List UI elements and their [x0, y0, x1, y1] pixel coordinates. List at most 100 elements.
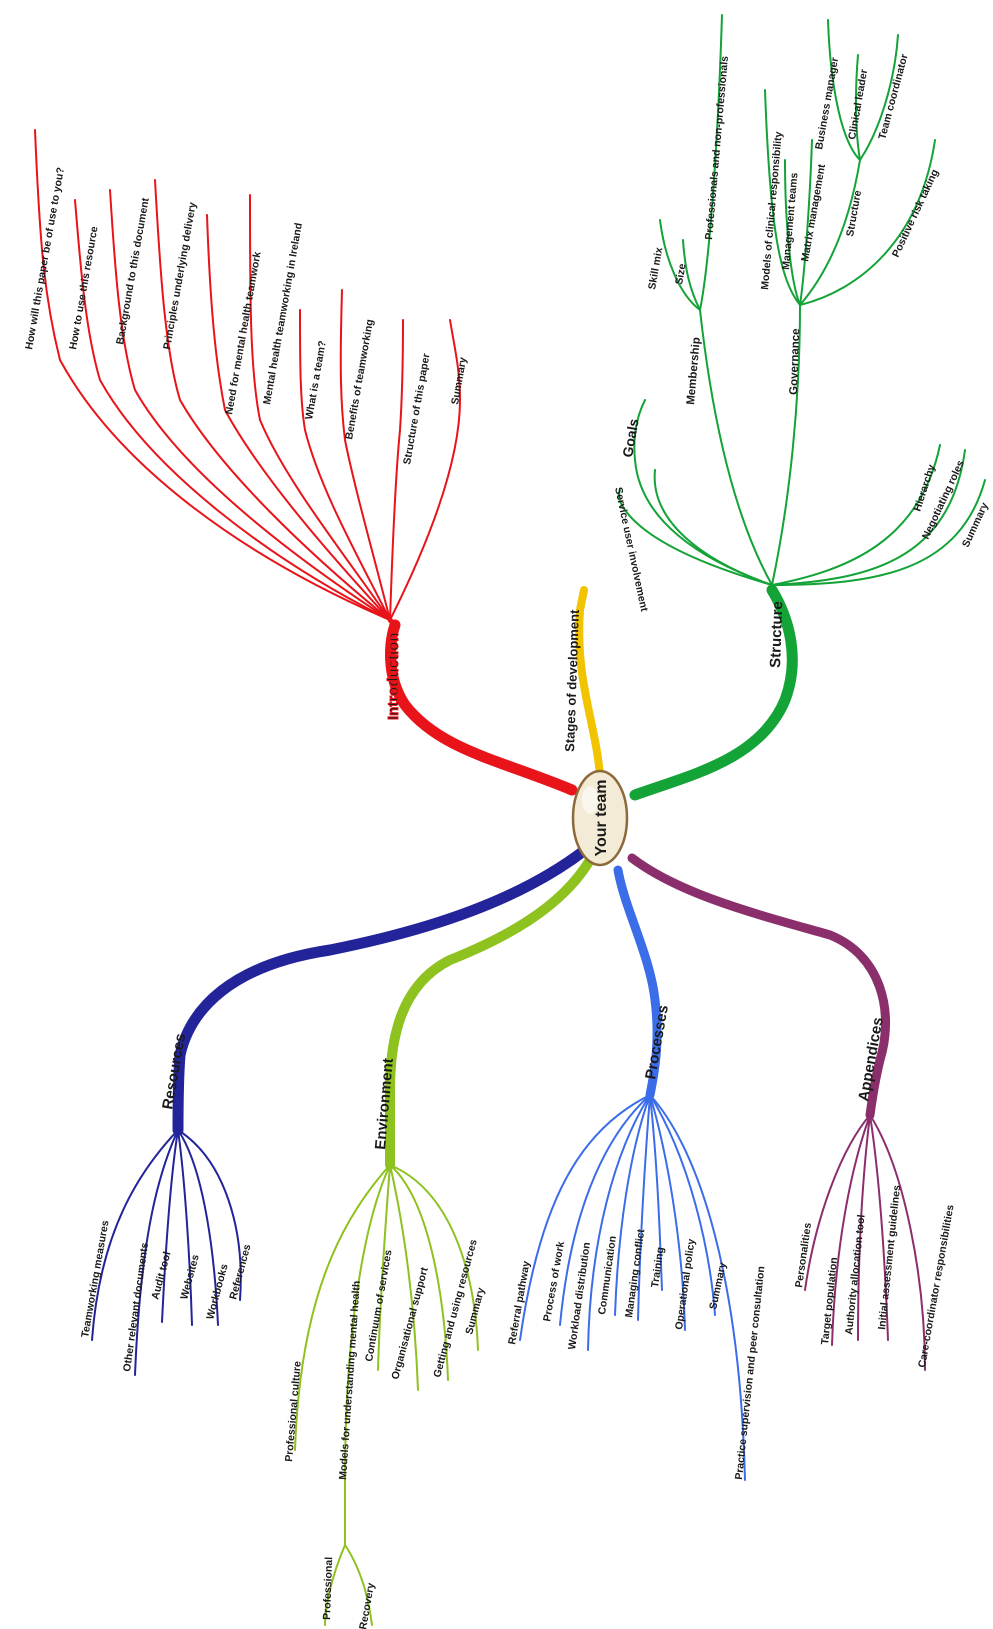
connector-env-4	[389, 1164, 419, 1391]
connector-structure-goals	[633, 399, 773, 586]
connector-intro-7	[299, 309, 391, 621]
connector-governance-structure	[799, 159, 861, 306]
leaf-label-env-sub-2: Recovery	[357, 1582, 377, 1629]
leaf-label-resources-3: Audit tool	[149, 1250, 173, 1300]
connector-structure-governance	[771, 304, 801, 586]
connector-app-1	[804, 1114, 871, 1291]
center-node-highlight	[582, 786, 598, 814]
connector-structure-extra	[653, 469, 773, 586]
resources-sub-branches	[91, 1129, 242, 1376]
appendices-sub-branches	[804, 1114, 926, 1371]
main-stem-resources	[172, 844, 591, 1136]
connector-env-2	[343, 1164, 391, 1546]
main-stem-stages	[575, 586, 604, 779]
connector-intro-8	[339, 289, 391, 621]
leaf-label-env-6: Summary	[463, 1286, 487, 1335]
resources-labels: Resources Teamworking measures Other rel…	[79, 1032, 253, 1372]
connector-proc-4	[614, 1094, 651, 1316]
main-label-resources: Resources	[159, 1032, 189, 1111]
connector-app-3	[857, 1114, 871, 1341]
label-membership: Membership	[685, 337, 703, 406]
leaf-label-intro-4: Principles underlying delivery	[161, 201, 199, 350]
leaf-label-intro-2: How to use this resource	[67, 225, 101, 350]
main-label-stages: Stages of development	[562, 609, 582, 752]
introduction-sub-branches	[34, 129, 461, 621]
environment-sub-branches	[294, 1164, 479, 1626]
leaf-label-intro-3: Background to this document	[114, 196, 152, 345]
leaf-label-intro-5: Need for mental health teamwork	[223, 251, 264, 416]
main-stem-appendices	[627, 853, 891, 1120]
main-label-introduction: Introduction	[385, 633, 402, 720]
leaf-label-intro-9: Structure of this paper	[401, 353, 432, 466]
connector-structure-negotiating	[771, 449, 966, 586]
branch-stages-of-development: Stages of development	[562, 586, 604, 779]
leaf-label-intro-8: Benefits of teamworking	[343, 318, 376, 440]
connector-env-5	[389, 1164, 449, 1381]
structure-sub-branches	[617, 14, 986, 586]
leaf-label-proc-6: Training	[649, 1246, 667, 1288]
connector-governance-matrix	[799, 139, 813, 306]
leaf-label-env-sub-1: Professional	[321, 1557, 335, 1620]
center-node-label: Your team	[593, 779, 610, 856]
leaf-label-proc-5: Managing conflict	[623, 1228, 647, 1319]
leaf-label-intro-7: What is a team?	[303, 340, 329, 421]
connector-env-6	[389, 1164, 479, 1351]
connector-resources-3	[161, 1129, 179, 1323]
connector-structure-service-user	[617, 489, 773, 586]
connector-proc-2	[559, 1094, 651, 1326]
leaf-label-intro-6: Mental health teamworking in Ireland	[261, 222, 305, 406]
leaf-label-resources-6: References	[227, 1243, 253, 1301]
connector-intro-9	[389, 319, 404, 621]
connector-env-1	[294, 1164, 391, 1451]
branch-structure: Structure Goals Service user involvement…	[612, 14, 991, 801]
leaf-label-app-3: Authority allocation tool	[843, 1214, 868, 1335]
connector-structure-membership	[699, 309, 773, 586]
leaf-label-resources-4: Websites	[178, 1253, 202, 1301]
connector-env-3	[377, 1164, 391, 1371]
processes-labels: Processes Referral pathway Process of wo…	[506, 1004, 767, 1480]
connector-intro-5	[206, 214, 391, 621]
connector-intro-6	[249, 194, 391, 621]
connector-app-5	[869, 1114, 926, 1371]
main-stem-environment	[385, 855, 595, 1170]
connector-membership-size	[682, 239, 701, 311]
label-professionals-non-professionals: Professionals and non-professionals	[703, 55, 731, 240]
appendices-labels: Appendices Personalities Target populati…	[793, 1016, 957, 1369]
connector-proc-1	[519, 1094, 651, 1341]
introduction-leaf-labels: How will this paper be of use to you? Ho…	[23, 166, 469, 465]
connector-structure-business	[827, 19, 861, 161]
connector-proc-6	[649, 1094, 663, 1291]
label-governance-structure: Structure	[844, 189, 864, 237]
connector-proc-5	[637, 1094, 651, 1321]
environment-labels: Environment Professional culture Models …	[283, 1058, 487, 1629]
leaf-label-intro-10: Summary	[449, 356, 469, 405]
connector-intro-4	[154, 179, 391, 621]
connector-intro-1	[34, 129, 391, 621]
main-stem-processes	[613, 865, 662, 1100]
main-stem-introduction	[385, 619, 578, 796]
main-label-processes: Processes	[642, 1004, 672, 1081]
main-label-structure: Structure	[767, 601, 786, 668]
connector-structure-coordinator	[859, 34, 899, 161]
branch-environment: Environment Professional culture Models …	[283, 855, 595, 1629]
label-clinical-leader: Clinical leader	[846, 68, 870, 140]
connector-governance-management	[784, 159, 801, 306]
connector-env-sub-1	[324, 1544, 346, 1626]
connector-structure-clinical	[854, 54, 861, 161]
connector-resources-1	[91, 1129, 179, 1341]
connector-proc-3	[587, 1094, 651, 1351]
leaf-label-resources-5: Workbooks	[204, 1262, 230, 1320]
connector-proc-8	[649, 1094, 716, 1316]
center-node: Your team	[571, 769, 629, 867]
branch-processes: Processes Referral pathway Process of wo…	[506, 865, 767, 1481]
connector-resources-2	[134, 1129, 179, 1376]
leaf-label-app-2: Target population	[819, 1257, 840, 1346]
leaf-label-proc-1: Referral pathway	[506, 1260, 533, 1346]
leaf-label-intro-1: How will this paper be of use to you?	[23, 166, 67, 350]
connector-membership-professionals	[699, 14, 723, 311]
connector-governance-positive-risk	[799, 139, 936, 306]
connector-intro-10	[389, 319, 461, 621]
leaf-label-proc-2: Process of work	[541, 1240, 567, 1322]
